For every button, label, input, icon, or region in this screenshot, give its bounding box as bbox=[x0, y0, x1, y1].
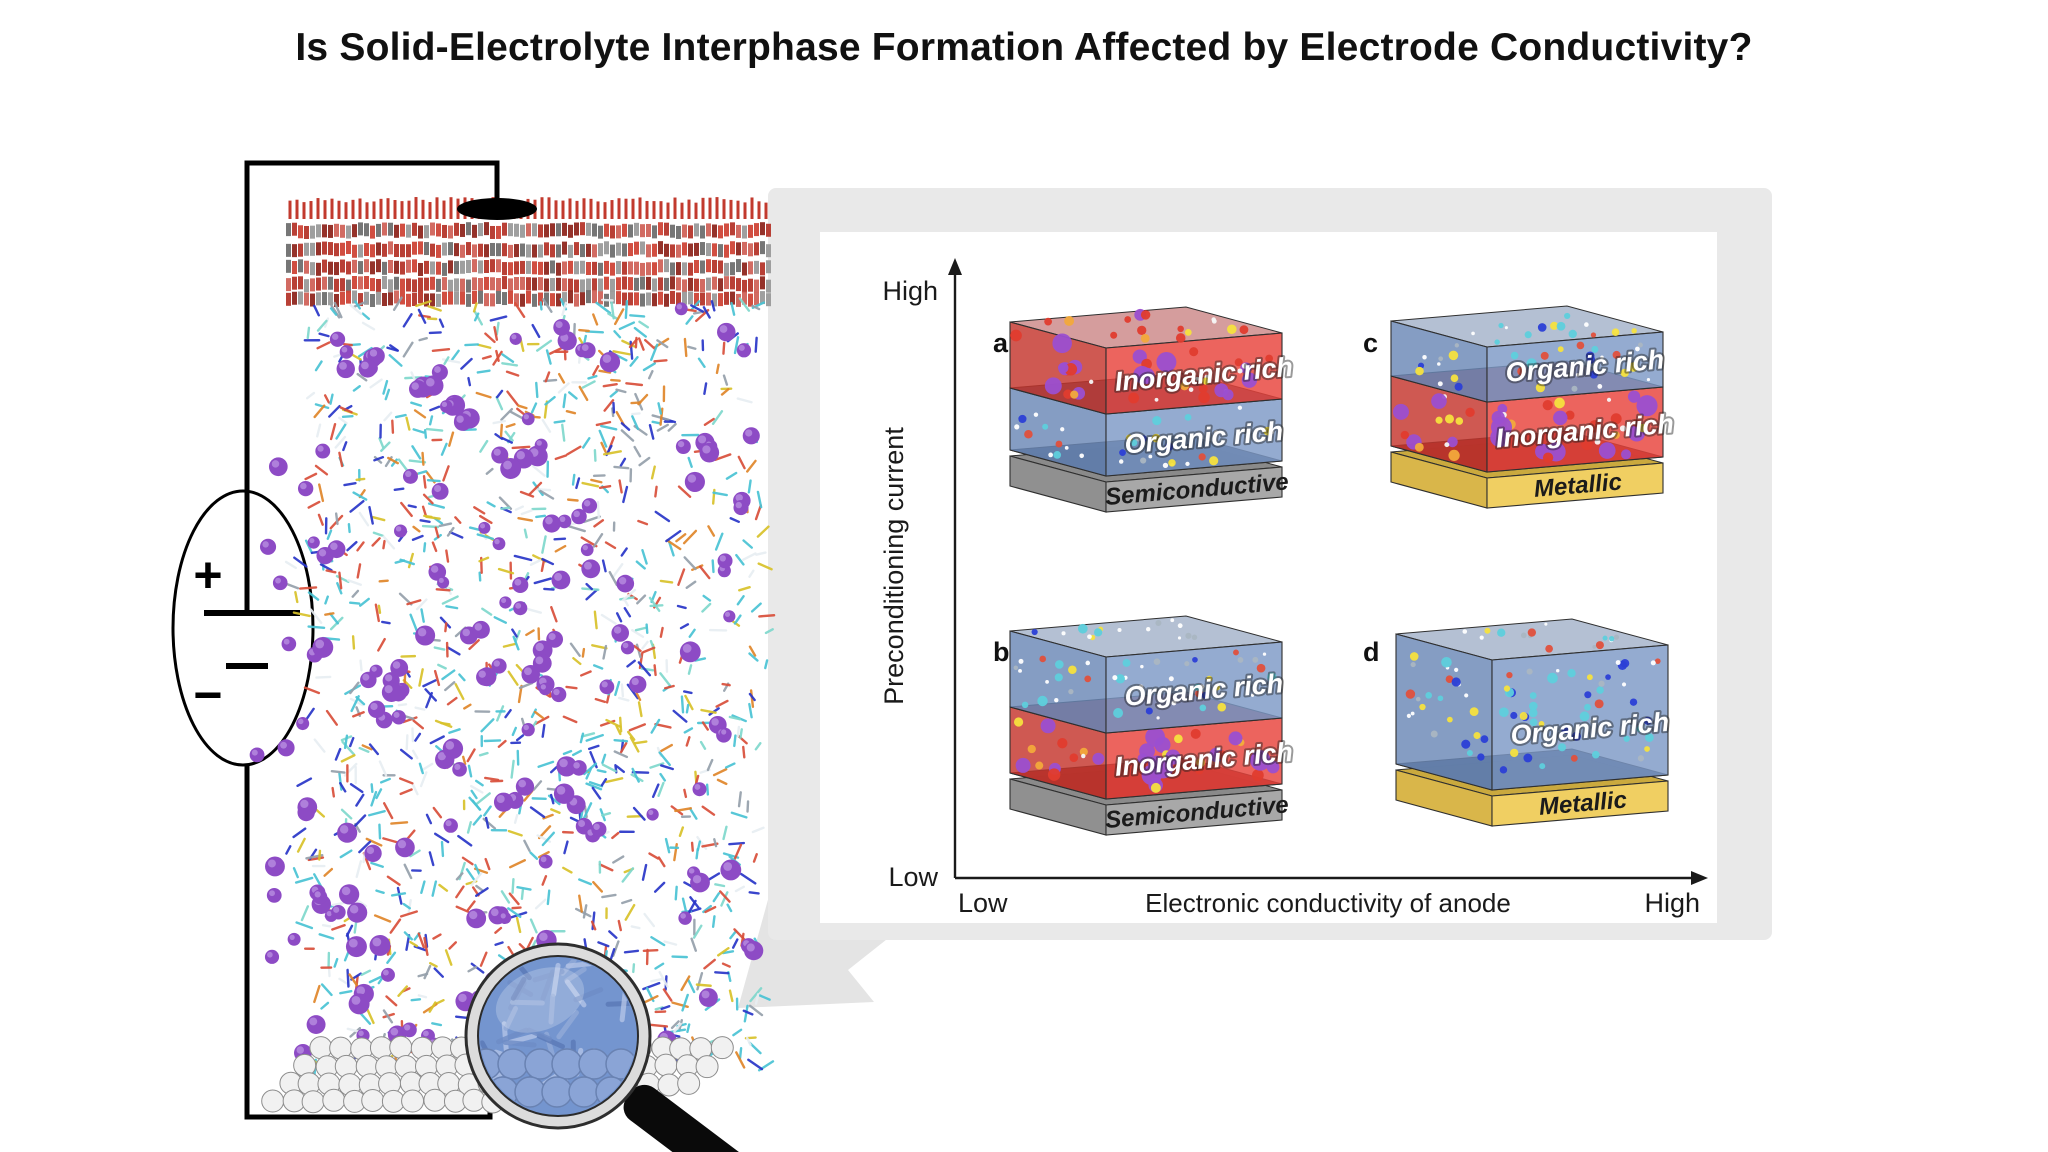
quadrant-label-c: c bbox=[1363, 328, 1378, 358]
wire-top bbox=[244, 160, 500, 613]
voltage-source-symbol bbox=[171, 489, 315, 767]
axes bbox=[953, 272, 1694, 880]
quadrant-label-a: a bbox=[993, 328, 1009, 358]
magnifier bbox=[464, 942, 809, 1152]
lens-highlight bbox=[495, 967, 585, 1033]
y-axis-top-label: High bbox=[882, 276, 938, 306]
figure-title: Is Solid-Electrolyte Interphase Formatio… bbox=[295, 26, 1753, 69]
y-axis-arrowhead bbox=[948, 258, 962, 275]
x-axis-title: Electronic conductivity of anode bbox=[1145, 888, 1511, 918]
top-contact-icon bbox=[457, 198, 537, 220]
x-axis-left-label: Low bbox=[958, 888, 1008, 918]
y-axis-title: Preconditioning current bbox=[879, 427, 909, 705]
battery-minus-sign: − bbox=[193, 667, 222, 723]
x-axis-right-label: High bbox=[1644, 888, 1700, 918]
quadrant-label-d: d bbox=[1363, 637, 1380, 667]
cathode-lattice bbox=[286, 197, 771, 307]
battery-plus-sign: + bbox=[193, 547, 222, 603]
quadrant-label-b: b bbox=[993, 637, 1010, 667]
magnifier-handle bbox=[623, 1084, 809, 1152]
x-axis-arrowhead bbox=[1691, 871, 1708, 885]
y-axis-bottom-label: Low bbox=[888, 862, 938, 892]
